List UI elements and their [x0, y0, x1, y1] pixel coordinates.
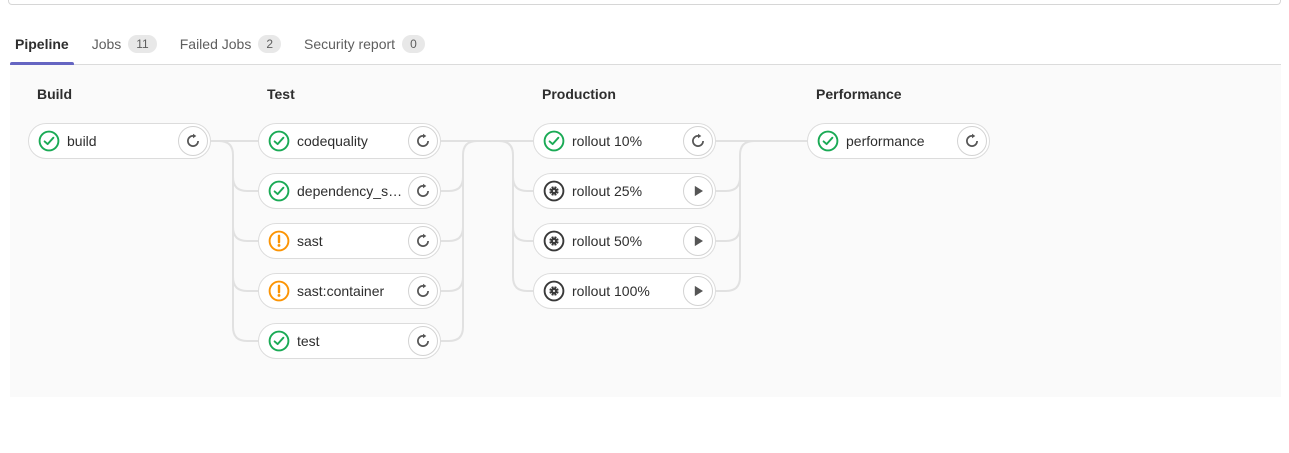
job-pill-build[interactable]: build	[28, 123, 211, 159]
retry-button[interactable]	[178, 126, 208, 156]
retry-icon	[415, 133, 431, 149]
job-pill-codequality[interactable]: codequality	[258, 123, 441, 159]
status-success-icon	[817, 130, 839, 152]
status-warning-icon	[268, 230, 290, 252]
play-icon	[690, 183, 706, 199]
job-pill-rollout-25[interactable]: rollout 25%	[533, 173, 716, 209]
job-pill-test[interactable]: test	[258, 323, 441, 359]
retry-button[interactable]	[408, 276, 438, 306]
retry-icon	[415, 183, 431, 199]
job-pill-sast[interactable]: sast	[258, 223, 441, 259]
play-icon	[690, 233, 706, 249]
status-manual-icon	[543, 280, 565, 302]
status-success-icon	[543, 130, 565, 152]
tab-label: Security report	[304, 36, 396, 52]
job-name: codequality	[297, 133, 368, 149]
job-pill-rollout-100[interactable]: rollout 100%	[533, 273, 716, 309]
job-name: dependency_s…	[297, 183, 403, 199]
tab-bar: Pipeline Jobs 11 Failed Jobs 2 Security repor…	[10, 24, 1281, 66]
retry-icon	[415, 333, 431, 349]
stage-header-build: Build	[37, 86, 72, 102]
play-button[interactable]	[683, 176, 713, 206]
job-name: rollout 100%	[572, 283, 650, 299]
tab-label: Failed Jobs	[179, 36, 252, 52]
job-pill-dependency-s[interactable]: dependency_s…	[258, 173, 441, 209]
job-pill-rollout-50[interactable]: rollout 50%	[533, 223, 716, 259]
job-name: sast	[297, 233, 323, 249]
tab-badge: 11	[128, 35, 157, 53]
status-manual-icon	[543, 230, 565, 252]
retry-button[interactable]	[683, 126, 713, 156]
job-pill-rollout-10[interactable]: rollout 10%	[533, 123, 716, 159]
stage-header-test: Test	[267, 86, 295, 102]
tab-badge: 0	[402, 35, 425, 53]
job-name: rollout 50%	[572, 233, 643, 249]
tab-label: Jobs	[91, 36, 122, 52]
stage-header-performance: Performance	[816, 86, 902, 102]
status-warning-icon	[268, 280, 290, 302]
status-success-icon	[268, 330, 290, 352]
card-bottom-edge	[8, 0, 1281, 5]
play-button[interactable]	[683, 276, 713, 306]
retry-button[interactable]	[957, 126, 987, 156]
job-pill-performance[interactable]: performance	[807, 123, 990, 159]
tab-security-report[interactable]: Security report 0	[299, 24, 430, 64]
status-success-icon	[268, 180, 290, 202]
stage-header-production: Production	[542, 86, 616, 102]
status-success-icon	[38, 130, 60, 152]
play-icon	[690, 283, 706, 299]
retry-button[interactable]	[408, 126, 438, 156]
job-name: rollout 10%	[572, 133, 643, 149]
job-name: performance	[846, 133, 925, 149]
tab-badge: 2	[258, 35, 282, 53]
retry-icon	[415, 233, 431, 249]
retry-button[interactable]	[408, 226, 438, 256]
status-manual-icon	[543, 180, 565, 202]
job-name: build	[67, 133, 97, 149]
job-name: sast:container	[297, 283, 385, 299]
job-name: test	[297, 333, 320, 349]
job-pill-sast-container[interactable]: sast:container	[258, 273, 441, 309]
pipeline-graph: Build build Test codequality dependency_s…sa…	[10, 65, 1281, 397]
status-success-icon	[268, 130, 290, 152]
retry-icon	[185, 133, 201, 149]
retry-icon	[690, 133, 706, 149]
retry-icon	[415, 283, 431, 299]
retry-button[interactable]	[408, 176, 438, 206]
retry-button[interactable]	[408, 326, 438, 356]
retry-icon	[964, 133, 980, 149]
job-name: rollout 25%	[572, 183, 643, 199]
tab-pipeline[interactable]: Pipeline	[10, 24, 74, 66]
tab-label: Pipeline	[15, 36, 69, 52]
tab-jobs[interactable]: Jobs 11	[87, 24, 162, 64]
play-button[interactable]	[683, 226, 713, 256]
tab-failed-jobs[interactable]: Failed Jobs 2	[175, 24, 286, 64]
